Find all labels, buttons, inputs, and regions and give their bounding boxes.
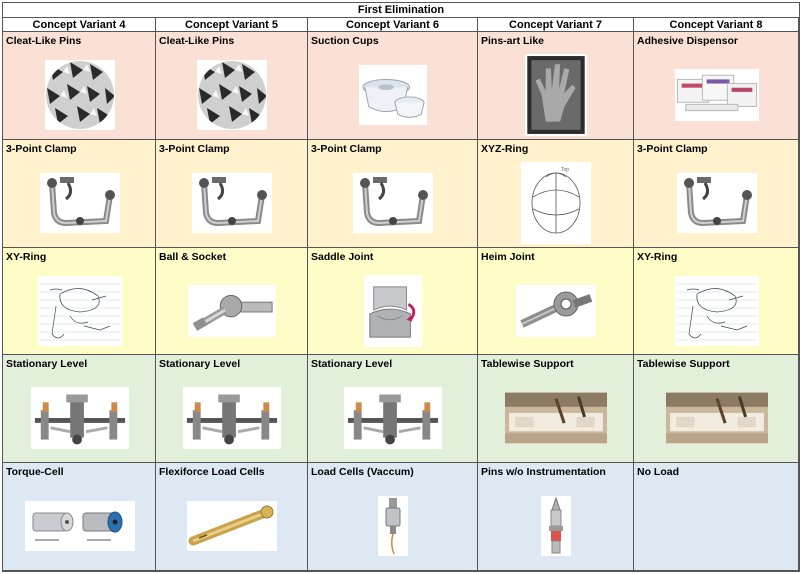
cell-label: 3-Point Clamp	[6, 143, 77, 155]
clamp-icon	[353, 173, 433, 233]
pin-art-icon	[525, 54, 587, 136]
tablewise-support-icon	[505, 392, 607, 444]
tablewise-support-icon	[666, 392, 768, 444]
cell-label: Suction Cups	[311, 35, 379, 47]
table-cell: Saddle Joint	[308, 248, 478, 355]
ball-socket-icon	[188, 285, 276, 337]
stationary-level-icon	[344, 387, 442, 449]
pin-icon	[541, 496, 571, 556]
adhesive-dispenser-icon	[675, 69, 759, 121]
xy-ring-sketch-icon	[675, 276, 759, 346]
clamp-icon	[192, 173, 272, 233]
cell-label: XYZ-Ring	[481, 143, 529, 155]
load-cell-vacuum-icon	[378, 496, 408, 556]
cell-label: Flexiforce Load Cells	[159, 466, 265, 478]
column-header: Concept Variant 6	[308, 18, 478, 32]
cell-label: XY-Ring	[637, 251, 678, 263]
table-cell: Flexiforce Load Cells	[156, 463, 308, 571]
cell-label: Tablewise Support	[637, 358, 730, 370]
cell-label: 3-Point Clamp	[311, 143, 382, 155]
table-cell: XY-Ring	[3, 248, 156, 355]
cell-label: Stationary Level	[159, 358, 241, 370]
table-cell: Ball & Socket	[156, 248, 308, 355]
cell-label: Ball & Socket	[159, 251, 227, 263]
table-cell: Tablewise Support	[478, 355, 634, 463]
cell-label: Load Cells (Vaccum)	[311, 466, 414, 478]
table-cell: Cleat-Like Pins	[3, 32, 156, 140]
table-cell: Heim Joint	[478, 248, 634, 355]
cell-label: Pins w/o Instrumentation	[481, 466, 606, 478]
table-cell: Stationary Level	[156, 355, 308, 463]
table-cell: 3-Point Clamp	[308, 140, 478, 248]
cell-label: Stationary Level	[311, 358, 393, 370]
table-cell: Suction Cups	[308, 32, 478, 140]
cell-label: No Load	[637, 466, 679, 478]
stationary-level-icon	[31, 387, 129, 449]
table-cell: No Load	[634, 463, 799, 571]
cell-label: 3-Point Clamp	[637, 143, 708, 155]
table-cell: Torque-Cell	[3, 463, 156, 571]
cell-label: Stationary Level	[6, 358, 88, 370]
saddle-joint-icon	[364, 275, 422, 347]
table-cell: 3-Point Clamp	[3, 140, 156, 248]
heim-joint-icon	[516, 285, 596, 337]
suction-cups-icon	[359, 65, 427, 125]
svg-text:Top: Top	[561, 167, 569, 173]
table-cell: XY-Ring	[634, 248, 799, 355]
cleat-pins-icon	[197, 60, 267, 130]
table-cell: Load Cells (Vaccum)	[308, 463, 478, 571]
column-header: Concept Variant 5	[156, 18, 308, 32]
cell-label: Adhesive Dispensor	[637, 35, 738, 47]
cell-label: Saddle Joint	[311, 251, 374, 263]
table-cell: Pins-art Like	[478, 32, 634, 140]
flexiforce-load-cell-icon	[187, 501, 277, 551]
xy-ring-sketch-icon	[38, 276, 122, 346]
stationary-level-icon	[183, 387, 281, 449]
table-cell: 3-Point Clamp	[156, 140, 308, 248]
cell-label: 3-Point Clamp	[159, 143, 230, 155]
cleat-pins-icon	[45, 60, 115, 130]
table-title: First Elimination	[3, 3, 799, 18]
column-header: Concept Variant 8	[634, 18, 799, 32]
column-header: Concept Variant 4	[3, 18, 156, 32]
cell-label: Heim Joint	[481, 251, 535, 263]
cell-label: Cleat-Like Pins	[6, 35, 82, 47]
cell-label: Pins-art Like	[481, 35, 545, 47]
table-cell: Cleat-Like Pins	[156, 32, 308, 140]
table-cell: Stationary Level	[308, 355, 478, 463]
torque-cell-icon	[25, 501, 135, 551]
cell-label: Torque-Cell	[6, 466, 64, 478]
table-cell: Tablewise Support	[634, 355, 799, 463]
table-cell: 3-Point Clamp	[634, 140, 799, 248]
column-header: Concept Variant 7	[478, 18, 634, 32]
cell-label: Cleat-Like Pins	[159, 35, 235, 47]
xyz-ring-sketch-icon: Top	[521, 162, 591, 244]
cell-label: XY-Ring	[6, 251, 47, 263]
table-cell: Stationary Level	[3, 355, 156, 463]
clamp-icon	[677, 173, 757, 233]
table-cell: Pins w/o Instrumentation	[478, 463, 634, 571]
cell-label: Tablewise Support	[481, 358, 574, 370]
table-cell: Adhesive Dispensor	[634, 32, 799, 140]
clamp-icon	[40, 173, 120, 233]
